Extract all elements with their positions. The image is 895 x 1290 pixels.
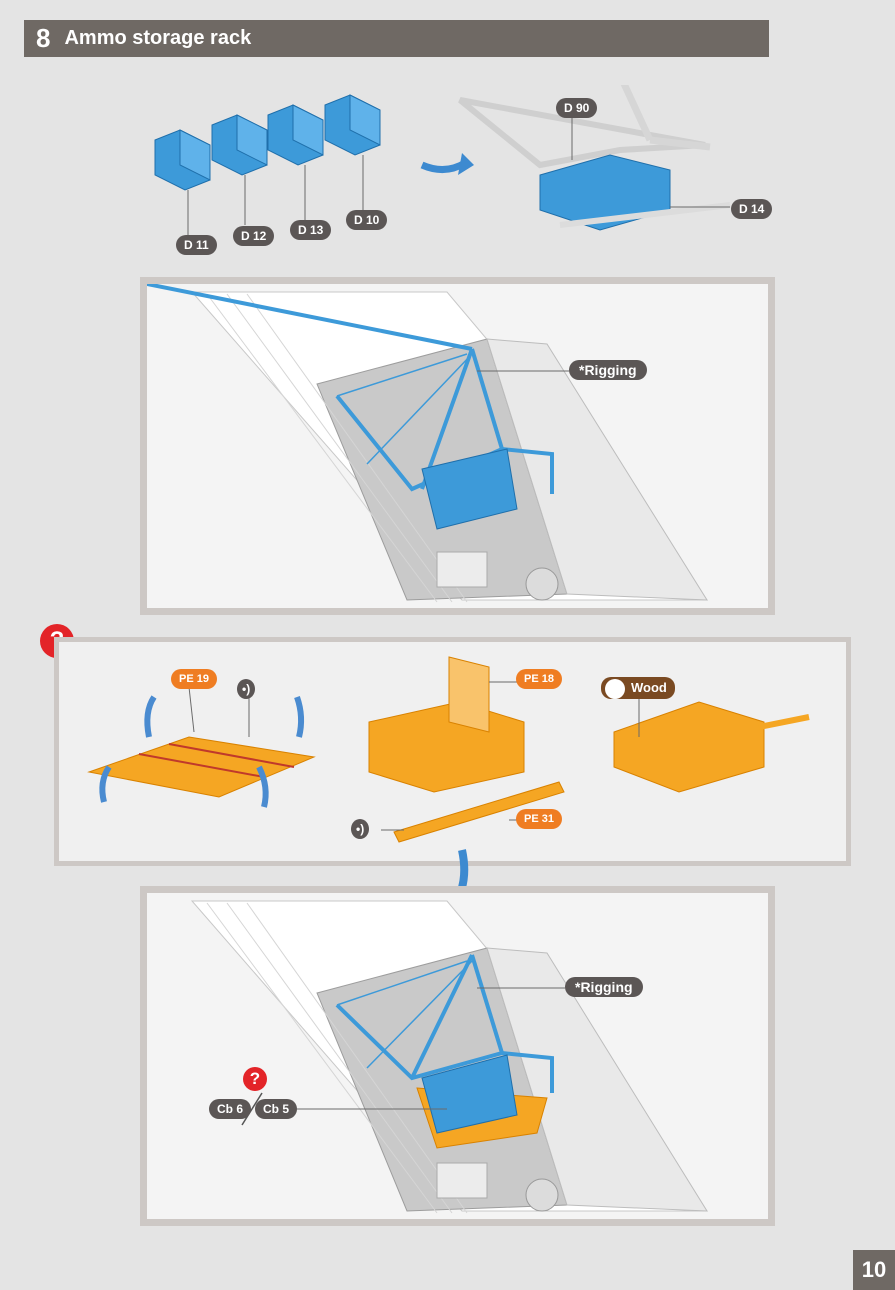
- page-number: 10: [853, 1250, 895, 1290]
- step-number: 8: [36, 23, 51, 53]
- hull-interior-final-illustration: [190, 900, 709, 1214]
- assembled-rack: [458, 85, 731, 231]
- shell-rack-d11: [154, 129, 211, 191]
- part-label-pe31: PE 31: [516, 809, 562, 829]
- step-title: Ammo storage rack: [64, 27, 252, 49]
- shell-rack-d10: [324, 94, 381, 156]
- part-label-cb6: Cb 6: [209, 1099, 252, 1119]
- wood-label-text: Wood: [631, 680, 667, 695]
- shell-parts-illustration: [154, 85, 731, 235]
- part-label-d12: D 12: [233, 226, 275, 246]
- rigging-label-2: *Rigging: [565, 977, 643, 997]
- question-icon-small: ?: [243, 1067, 267, 1091]
- part-label-d11: D 11: [176, 235, 217, 255]
- part-label-cb5: Cb 5: [255, 1099, 298, 1119]
- optional-pe-panel: PE 19 •) PE 18 PE 31 •) Wood: [54, 637, 851, 866]
- hull-interior-illustration: [147, 284, 709, 603]
- part-label-pe19: PE 19: [171, 669, 217, 689]
- hull-view-frame-1: *Rigging: [140, 277, 775, 615]
- paint-wood-label: Wood: [601, 677, 675, 699]
- fold-symbol-icon: •): [237, 679, 256, 699]
- part-label-pe18: PE 18: [516, 669, 562, 689]
- paintbrush-icon: [605, 679, 625, 699]
- shell-rack-d13: [267, 104, 324, 166]
- pe-assembly-illustration: [87, 656, 810, 843]
- hull-view-frame-2: *Rigging ? Cb 6 Cb 5: [140, 886, 775, 1226]
- frame-rigging: [147, 284, 554, 494]
- assembly-arrow: [420, 159, 467, 173]
- step-header: 8 Ammo storage rack: [24, 20, 769, 57]
- shell-rack-d12: [211, 114, 268, 176]
- part-label-d14: D 14: [731, 199, 773, 219]
- fold-symbol-icon-2: •): [351, 819, 370, 839]
- part-label-d10: D 10: [346, 210, 388, 230]
- rigging-label-1: *Rigging: [569, 360, 647, 380]
- part-label-d13: D 13: [290, 220, 332, 240]
- part-label-d90: D 90: [556, 98, 598, 118]
